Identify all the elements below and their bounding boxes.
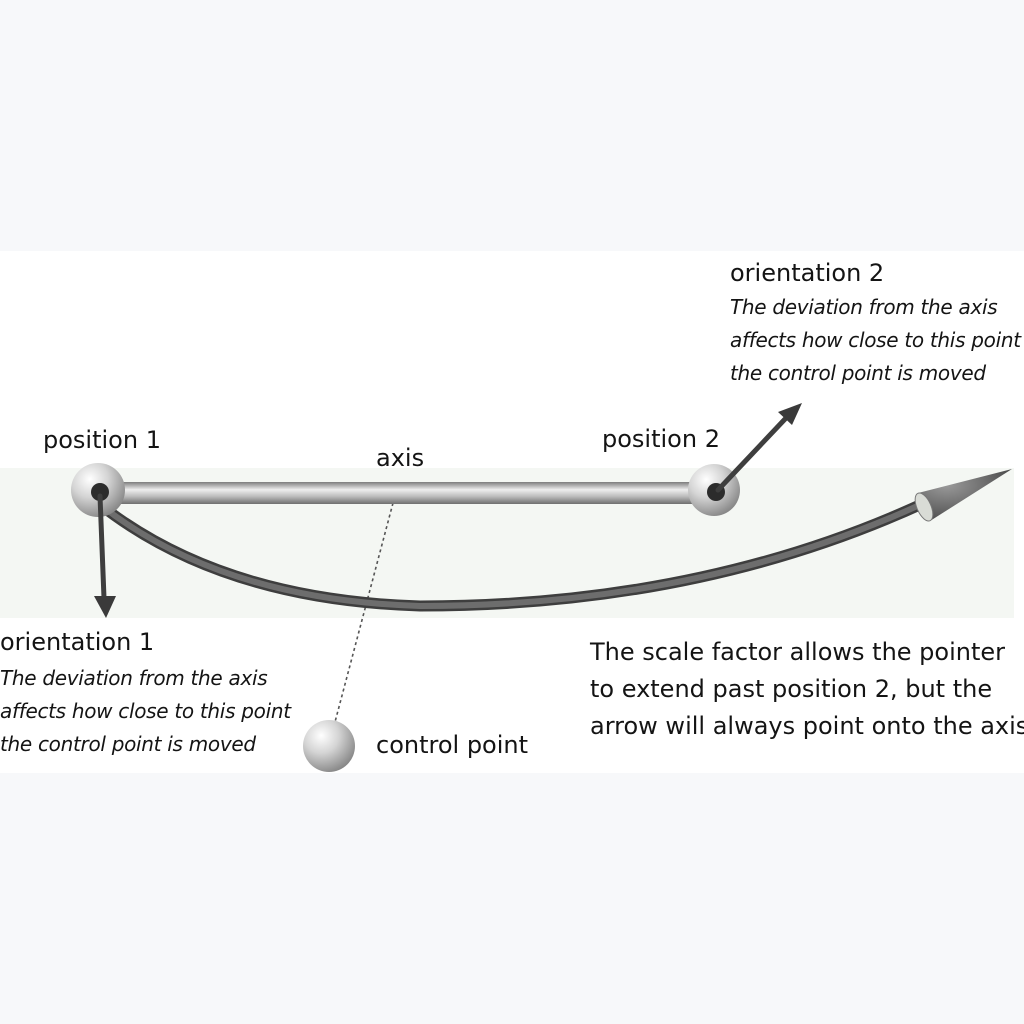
note-line: affects how close to this point bbox=[0, 699, 291, 723]
control-point-sphere bbox=[303, 720, 355, 772]
position-1-label: position 1 bbox=[43, 426, 161, 454]
note-line: The deviation from the axis bbox=[730, 295, 998, 319]
note-line: the control point is moved bbox=[730, 361, 986, 385]
axis-label: axis bbox=[376, 444, 425, 472]
position-2-label: position 2 bbox=[602, 425, 720, 453]
caption-line: The scale factor allows the pointer bbox=[590, 638, 1006, 666]
note-line: The deviation from the axis bbox=[0, 666, 268, 690]
orientation-2-arrow bbox=[715, 403, 802, 493]
axis-rod bbox=[100, 482, 715, 504]
orientation-2-note: The deviation from the axis affects how … bbox=[730, 291, 1021, 390]
caption-line: arrow will always point onto the axis bbox=[590, 712, 1024, 740]
orientation-1-label: orientation 1 bbox=[0, 628, 155, 656]
caption-line: to extend past position 2, but the bbox=[590, 675, 993, 703]
position-1-sphere bbox=[71, 463, 125, 517]
orientation-1-arrow bbox=[94, 493, 116, 618]
control-point-label: control point bbox=[376, 731, 529, 759]
pointer-arrowhead bbox=[914, 469, 1012, 522]
control-point-guide-line bbox=[334, 502, 394, 723]
orientation-1-note: The deviation from the axis affects how … bbox=[0, 662, 291, 761]
note-line: affects how close to this point bbox=[730, 328, 1021, 352]
note-line: the control point is moved bbox=[0, 732, 256, 756]
orientation-2-label: orientation 2 bbox=[730, 259, 885, 287]
scale-factor-caption: The scale factor allows the pointer to e… bbox=[590, 634, 1024, 745]
